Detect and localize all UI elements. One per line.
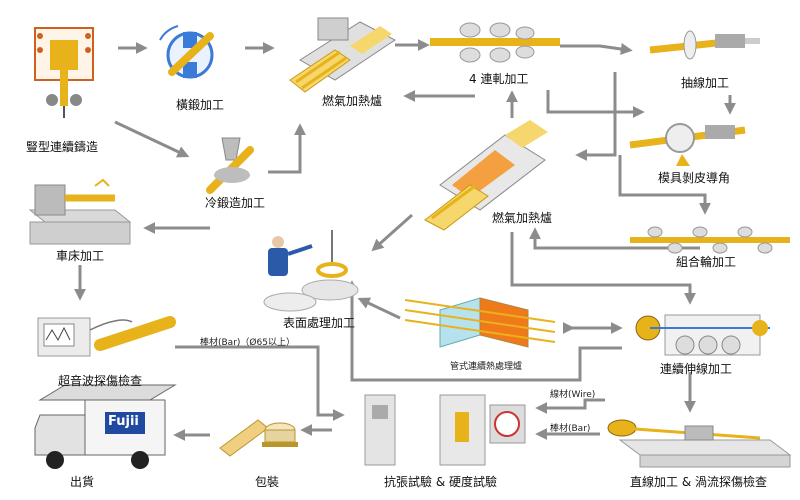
label-cross-forging: 橫鍛加工 (176, 98, 225, 112)
vertical-casting-illustration (34, 27, 94, 118)
truck-logo: Fujii (108, 414, 139, 429)
arrow-drawing-down (575, 72, 617, 161)
label-tube-heat: 管式連續熱處理爐 (450, 362, 523, 372)
arrow-rolling-to-drawing (560, 43, 633, 55)
arrow-wire-to-test (535, 398, 605, 414)
drawing-illustration (649, 30, 760, 60)
label-gas-furnace-mid: 燃氣加熱爐 (492, 211, 553, 225)
annotation-wire: 線材(Wire) (550, 390, 596, 400)
surface-treatment-illustration (263, 230, 359, 312)
straightening-illustration (607, 419, 792, 468)
die-peeling-illustration (629, 123, 746, 166)
label-surface-treatment: 表面處理加工 (283, 316, 356, 330)
cross-forging-illustration (159, 25, 214, 79)
label-four-rolling: 4 連軋加工 (469, 72, 529, 86)
annotation-bar: 棒材(Bar) (550, 424, 591, 434)
label-drawing: 抽線加工 (681, 76, 730, 90)
label-shipping: 出貨 (70, 475, 95, 489)
arrow-to-combined-wheel (618, 155, 711, 215)
arrow-drawing-to-surface-bottom (346, 280, 622, 382)
truck-illustration (34, 384, 177, 469)
label-combined-wheel: 組合輪加工 (676, 255, 737, 269)
packaging-illustration (219, 419, 298, 457)
arrow-casting-to-cold-forging (114, 120, 190, 158)
continuous-drawing-illustration (635, 314, 770, 356)
arrow-wheel-to-furnace (529, 227, 700, 250)
combined-wheel-illustration (630, 226, 790, 254)
gas-furnace-top-illustration (289, 17, 396, 93)
lathe-illustration (28, 178, 132, 245)
arrow-ultrasonic-to-tensile (175, 345, 345, 421)
arrow-furnace-to-surface (371, 213, 413, 252)
tube-heat-illustration (404, 297, 556, 348)
label-straightening: 直線加工 & 渦流探傷檢查 (630, 475, 767, 489)
tensile-hardness-illustration (364, 394, 526, 466)
label-packaging: 包裝 (255, 475, 280, 489)
label-vertical-casting: 豎型連續鑄造 (26, 140, 99, 154)
arrow-furnace-to-drawing (510, 232, 696, 305)
arrow-drawing-to-mid (546, 90, 645, 118)
ultrasonic-illustration (37, 316, 176, 357)
flow-arrows (74, 39, 736, 441)
annotation-bar-65: 棒材(Bar)（Ø65以上） (200, 338, 295, 348)
four-rolling-illustration (430, 22, 560, 63)
label-tensile-hardness: 抗張試驗 & 硬度試驗 (384, 475, 497, 489)
cold-forging-illustration (206, 137, 254, 194)
label-continuous-drawing: 連續伸線加工 (660, 362, 733, 376)
arrow-cold-forging-to-furnace (268, 123, 306, 174)
arrow-tube-to-surface (357, 297, 401, 320)
label-ultrasonic: 超音波探傷檢查 (58, 374, 143, 388)
label-gas-furnace-top: 燃氣加熱爐 (322, 94, 383, 108)
label-lathe: 車床加工 (56, 249, 105, 263)
label-cold-forging: 冷鍛造加工 (205, 196, 266, 210)
label-die-peeling: 模具剝皮導角 (658, 171, 731, 185)
gas-furnace-mid-illustration (424, 120, 548, 231)
